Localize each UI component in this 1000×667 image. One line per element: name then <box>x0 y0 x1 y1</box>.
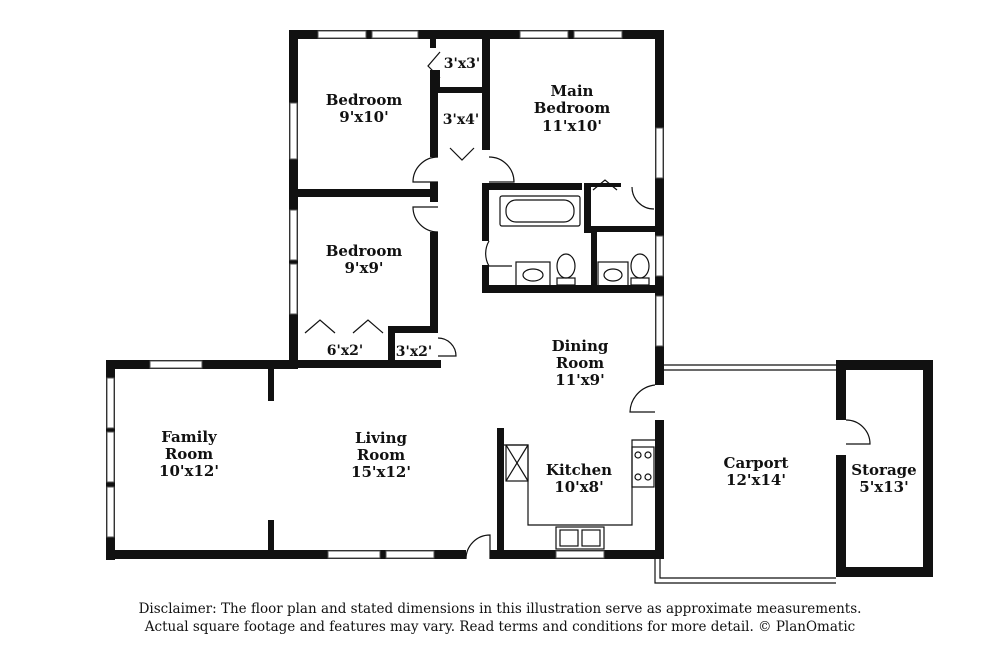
doors <box>304 51 871 560</box>
living-room-name-2: Room <box>357 446 405 464</box>
family-room-name-2: Room <box>165 445 213 463</box>
bedroom-2-dims: 9'x9' <box>344 259 383 277</box>
fixtures <box>499 195 655 550</box>
kitchen-name: Kitchen <box>546 461 612 479</box>
toilet-2 <box>630 253 650 279</box>
bedroom-1-dims: 9'x10' <box>339 108 388 126</box>
walls <box>106 30 933 577</box>
fridge <box>505 444 529 482</box>
carport-dims: 12'x14' <box>726 471 786 489</box>
dining-room-dims: 11'x9' <box>555 371 604 389</box>
storage-dims: 5'x13' <box>859 478 908 496</box>
living-room-name-1: Living <box>355 429 408 447</box>
dining-room-name-2: Room <box>556 354 604 372</box>
bedroom-1-name: Bedroom <box>326 91 403 109</box>
disclaimer-line-1: Disclaimer: The floor plan and stated di… <box>138 601 862 617</box>
disclaimer: Disclaimer: The floor plan and stated di… <box>0 600 1000 636</box>
sink-bath-1 <box>515 261 551 287</box>
family-room-name-1: Family <box>161 428 218 446</box>
closet-3x3-label: 3'x3' <box>444 56 480 72</box>
main-bedroom-name-2: Bedroom <box>534 99 611 117</box>
main-bedroom-dims: 11'x10' <box>542 117 602 135</box>
toilet-1 <box>556 253 576 279</box>
windows <box>106 30 664 559</box>
closet-3x2-label: 3'x2' <box>396 344 432 360</box>
living-room-dims: 15'x12' <box>351 463 411 481</box>
carport-name: Carport <box>724 454 789 472</box>
closet-6x2-label: 6'x2' <box>327 343 363 359</box>
stove <box>631 446 655 488</box>
sink-bath-2 <box>597 261 629 287</box>
bedroom-2-name: Bedroom <box>326 242 403 260</box>
storage-name: Storage <box>851 461 916 479</box>
main-bedroom-name-1: Main <box>551 82 594 100</box>
carport-outline <box>654 364 836 584</box>
bathtub <box>499 195 581 227</box>
family-room-dims: 10'x12' <box>159 462 219 480</box>
disclaimer-line-2: Actual square footage and features may v… <box>144 619 856 635</box>
closet-3x4-label: 3'x4' <box>443 112 479 128</box>
kitchen-dims: 10'x8' <box>554 478 603 496</box>
kitchen-sink <box>555 526 605 550</box>
dining-room-name-1: Dining <box>552 337 609 355</box>
